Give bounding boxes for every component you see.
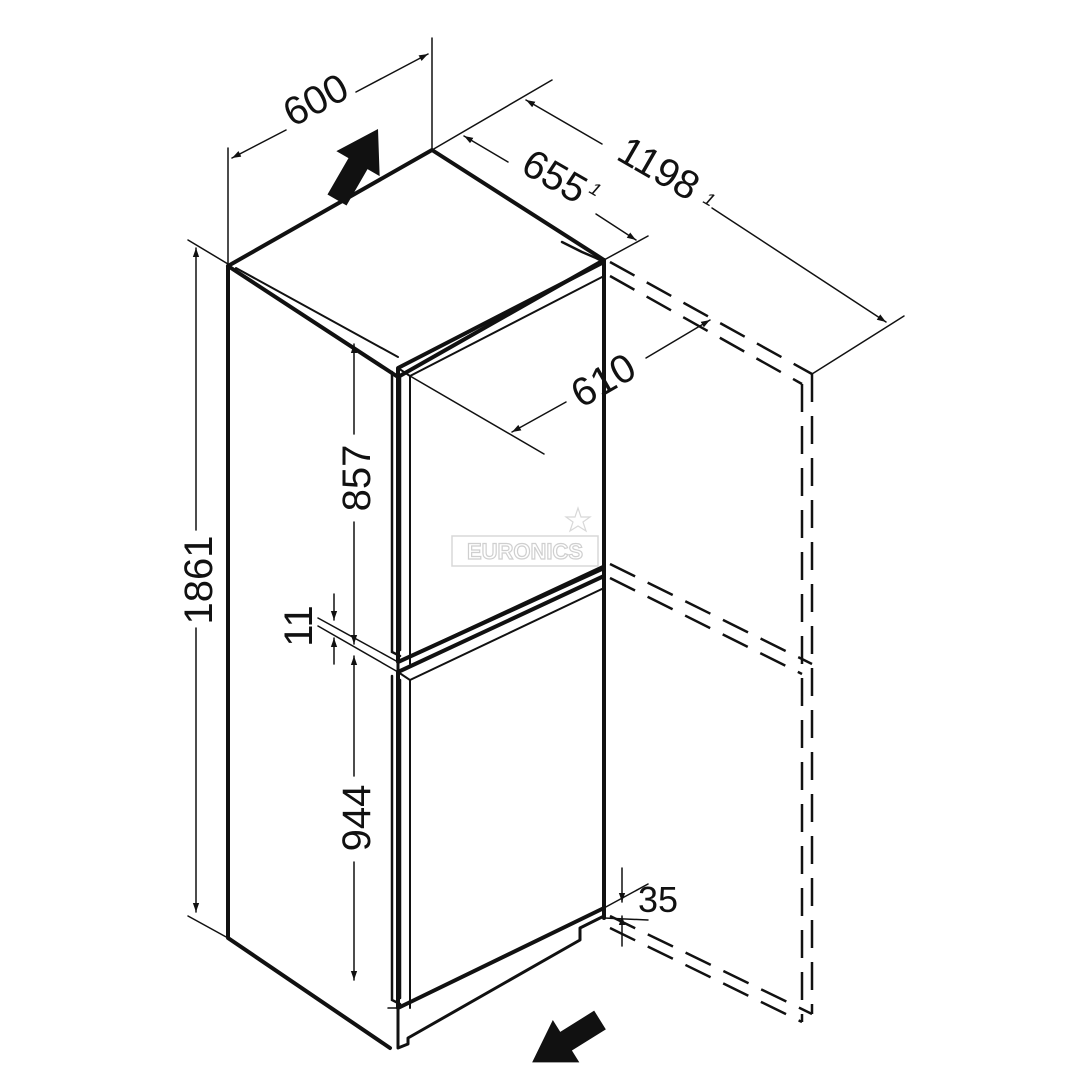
star-icon — [564, 506, 592, 533]
extension-lines — [187, 37, 905, 1009]
open-door-outline — [609, 260, 814, 1024]
label-total-height: 1861 — [177, 536, 221, 625]
fridge-body — [226, 148, 606, 1050]
lower-door-top-edge — [409, 587, 605, 681]
label-gap: 11 — [277, 605, 321, 647]
open-depth-line-b — [711, 207, 887, 323]
width-line-a — [231, 129, 287, 159]
label-open-depth: 1198 — [610, 128, 706, 209]
dimension-labels: 600 655 1 1198 1 610 1861 857 11 944 35 — [177, 65, 719, 920]
width-line-b — [355, 53, 429, 93]
label-lower-door: 944 — [335, 785, 379, 852]
label-width: 600 — [276, 65, 356, 135]
top-inner-edge — [235, 267, 399, 358]
open-depth-line-a — [525, 99, 603, 145]
label-depth: 655 — [515, 141, 595, 212]
cabinet-plinth — [396, 914, 606, 1050]
depth-line-a — [463, 135, 509, 163]
upper-door-top-edge — [409, 275, 605, 377]
label-door-depth: 610 — [564, 345, 644, 416]
upper-door-handle — [390, 370, 402, 658]
watermark: EURONICS — [451, 506, 599, 567]
door-depth-line-a — [511, 401, 567, 433]
cabinet-left-edges — [226, 264, 392, 1050]
top-rear-lip — [560, 240, 606, 264]
label-ventilation: 35 — [638, 879, 678, 920]
label-upper-door: 857 — [335, 445, 379, 512]
arrow-up-icon — [327, 128, 380, 206]
arrow-in-icon — [532, 1010, 606, 1063]
lower-door-handle — [390, 674, 402, 1006]
dimension-lines — [192, 53, 887, 981]
watermark-text: EURONICS — [467, 539, 583, 564]
watermark-frame — [451, 535, 599, 567]
label-open-depth-note: 1 — [700, 188, 719, 210]
depth-line-b — [595, 213, 637, 241]
door-depth-line-b — [645, 319, 711, 359]
